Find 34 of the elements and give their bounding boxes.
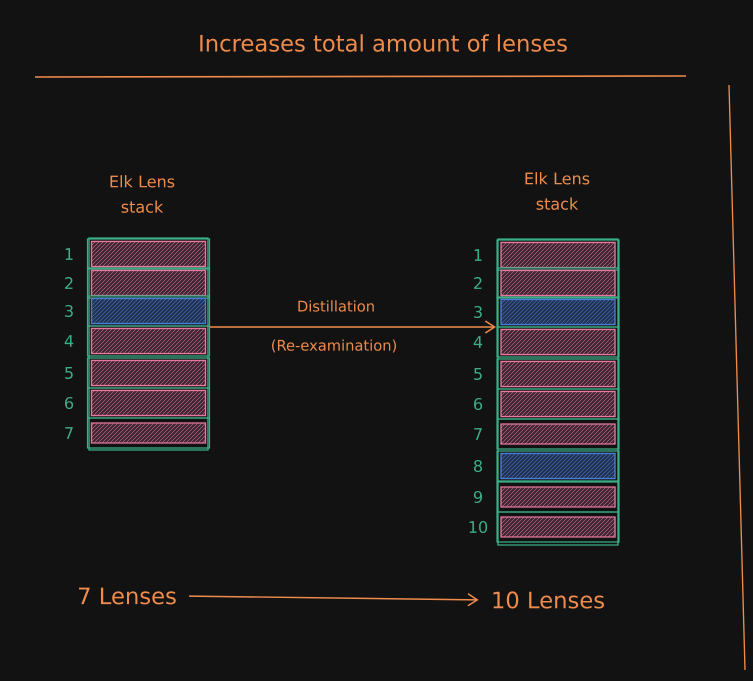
lens-bar	[86, 417, 210, 449]
row-number: 2	[65, 277, 72, 289]
stack-heading: Elk Lens stack	[526, 172, 590, 210]
row-number: 6	[474, 398, 482, 410]
lens-bar	[496, 481, 620, 513]
row-number: 10	[470, 520, 488, 534]
stack-heading: Elk Lens stack	[110, 175, 174, 213]
arrow	[189, 593, 479, 606]
title: Increases total amount of lenses	[200, 34, 567, 52]
lens-bar	[500, 516, 616, 538]
row-number: 5	[474, 368, 482, 380]
row-number: 7	[474, 428, 482, 440]
row-number: 1	[66, 248, 73, 260]
lens-bar	[500, 486, 616, 508]
row-number: 3	[65, 304, 73, 318]
row-number: 4	[474, 336, 482, 348]
lens-bar	[500, 423, 616, 445]
edge-label: Distillation	[298, 300, 374, 312]
lens-bar	[496, 418, 620, 450]
row-number: 5	[65, 367, 73, 379]
row-number: 4	[64, 335, 74, 347]
row-number: 7	[65, 427, 73, 439]
arrow	[210, 320, 496, 334]
count-text: 7 Lenses	[79, 588, 176, 604]
row-number: 2	[474, 277, 482, 289]
annotation: (Re-examination)	[272, 339, 396, 353]
row-number: 1	[474, 249, 482, 261]
lens-bar	[90, 422, 206, 444]
lens-bar	[496, 511, 620, 543]
row-number: 8	[474, 460, 482, 472]
row-number: 3	[474, 306, 482, 318]
row-number: 6	[65, 396, 74, 410]
row-number: 9	[474, 490, 482, 504]
count-text: 10 Lenses	[493, 591, 604, 609]
